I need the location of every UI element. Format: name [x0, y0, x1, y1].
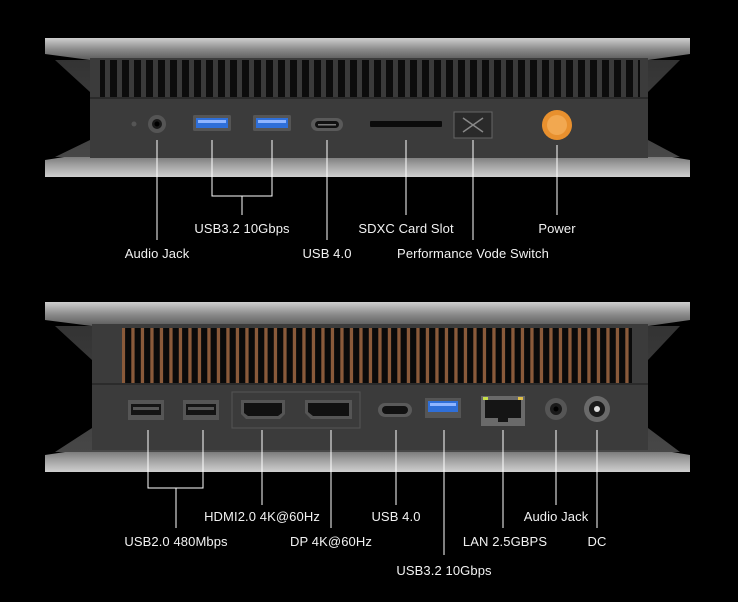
callout-audio-jack-top: Audio Jack [124, 246, 190, 261]
usb20-port-1 [128, 400, 164, 420]
callout-power: Power [538, 221, 576, 236]
callout-sdxc: SDXC Card Slot [358, 221, 454, 236]
lan-port [481, 396, 525, 426]
usb32-port-top-1 [193, 115, 231, 131]
callout-hdmi: HDMI2.0 4K@60Hz [204, 509, 320, 524]
bottom-callout-lines [147, 430, 598, 555]
dp-port [305, 400, 352, 419]
callout-dc: DC [587, 534, 607, 549]
callout-usb4-bottom: USB 4.0 [371, 509, 421, 524]
audio-jack-port-bottom [545, 398, 567, 420]
callout-dp: DP 4K@60Hz [290, 534, 372, 549]
performance-switch [453, 111, 493, 139]
power-button [542, 110, 572, 140]
dc-port [584, 396, 610, 422]
usb4-port-bottom [378, 403, 412, 417]
audio-jack-port-top [148, 115, 166, 133]
callout-performance-switch: Performance Vode Switch [397, 246, 549, 261]
callout-usb32-bottom: USB3.2 10Gbps [396, 563, 492, 578]
callout-usb32-top: USB3.2 10Gbps [194, 221, 290, 236]
led-indicator [131, 121, 137, 127]
bottom-device [45, 302, 690, 472]
top-callout-lines [156, 140, 558, 240]
usb32-port-bottom [425, 398, 461, 418]
callout-usb4-top: USB 4.0 [302, 246, 352, 261]
callout-lan: LAN 2.5GBPS [462, 534, 548, 549]
sdxc-slot [370, 121, 442, 127]
usb20-port-2 [183, 400, 219, 420]
callout-audio-jack-bottom: Audio Jack [523, 509, 589, 524]
usb32-port-top-2 [253, 115, 291, 131]
hdmi-port [241, 400, 285, 419]
usb4-port-top [311, 118, 343, 131]
callout-usb20: USB2.0 480Mbps [124, 534, 228, 549]
top-device [45, 38, 690, 177]
